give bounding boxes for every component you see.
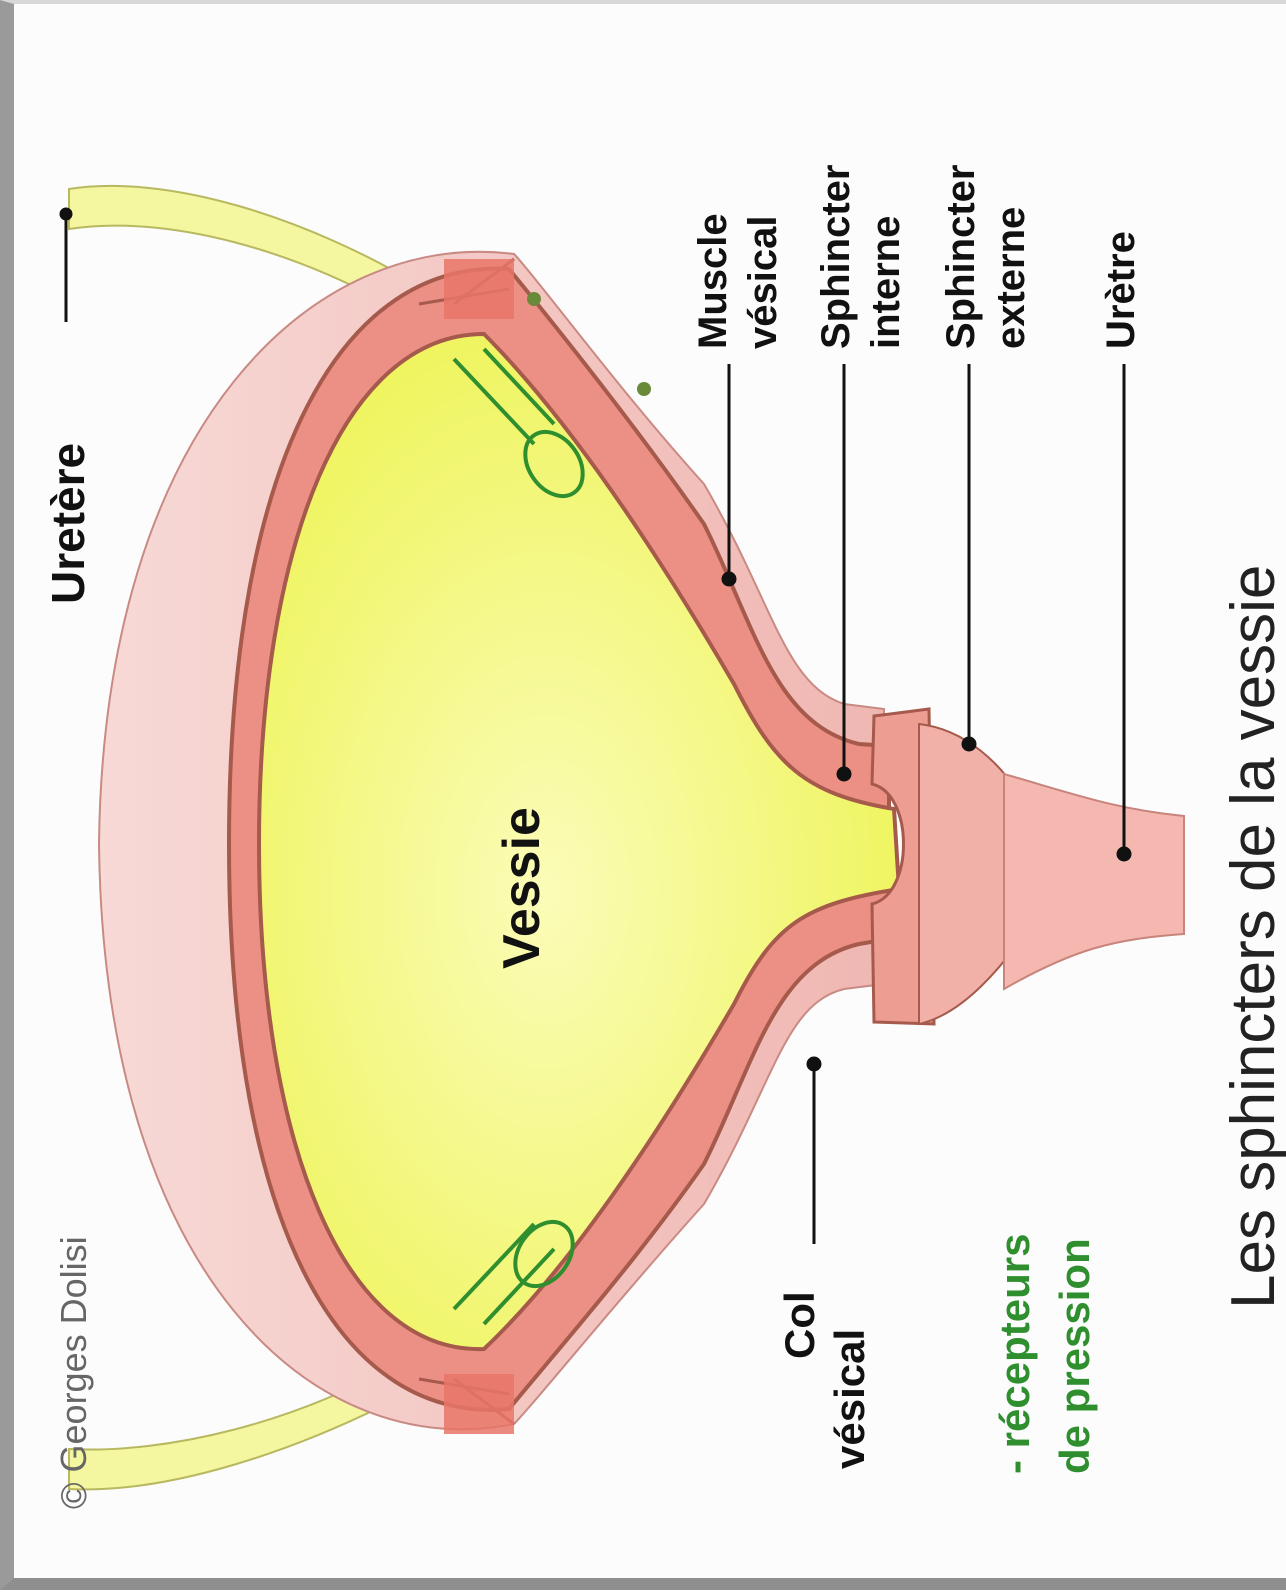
- diagram-title: Les sphincters de la vessie: [1219, 565, 1286, 1309]
- label-uretere: Uretère: [42, 443, 94, 604]
- credit-label: © Georges Dolisi: [53, 1236, 94, 1509]
- label-sphincter-externe-line1: Sphincter: [939, 165, 983, 349]
- label-muscle-line1: Muscle: [691, 213, 735, 349]
- label-uretre: Urètre: [1099, 231, 1143, 349]
- label-recepteurs-line1: - récepteurs: [991, 1234, 1038, 1474]
- label-col-line2: vésical: [826, 1329, 873, 1469]
- label-recepteurs-line2: de pression: [1051, 1238, 1098, 1474]
- label-sphincter-externe-line2: externe: [989, 207, 1033, 349]
- label-sphincter-interne-line1: Sphincter: [814, 165, 858, 349]
- label-sphincter-interne-line2: interne: [864, 216, 908, 349]
- urethra: [1004, 774, 1184, 989]
- bladder-diagram: © Georges Dolisi Uretère Vessie Muscle v…: [14, 4, 1286, 1594]
- label-vessie: Vessie: [493, 807, 551, 969]
- label-col-line1: Col: [776, 1291, 823, 1359]
- label-muscle-line2: vésical: [741, 216, 785, 349]
